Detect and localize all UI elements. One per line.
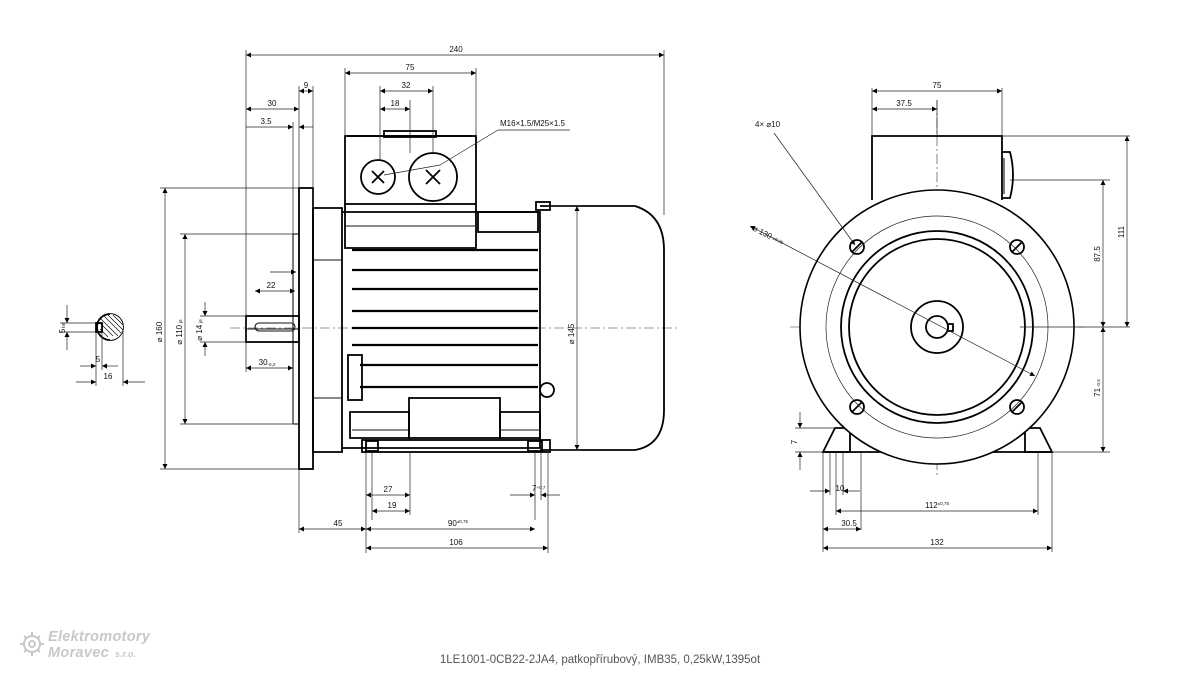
pitch-circle-callout: ⌀ 130±0,35 <box>751 224 785 248</box>
dim-end-box-height: 111 <box>1117 225 1126 238</box>
dim-key-height: 5h9 <box>58 322 67 333</box>
dim-shaft-shoulder: 30-0,2 <box>259 358 276 367</box>
dim-terminal-box-width: 75 <box>406 63 415 72</box>
cooling-fins <box>352 248 538 389</box>
dim-frame-diameter: ⌀ 145 <box>567 323 576 344</box>
dim-flange-thickness: 3.5 <box>260 117 272 126</box>
dim-foot-thickness: 7 <box>790 439 799 444</box>
gland-callout: M16×1.5/M25×1.5 <box>500 119 565 128</box>
dim-centre-to-gland: 87.5 <box>1093 246 1102 262</box>
dim-gland-spacing: 32 <box>402 81 411 90</box>
dim-flange-to-foot: 45 <box>334 519 343 528</box>
dim-key-length: 22 <box>267 281 276 290</box>
drawing-caption: 1LE1001-0CB22-2JA4, patkopřírubový, IMB3… <box>439 654 761 666</box>
dim-foot-length: 106 <box>449 538 463 547</box>
dim-foot-hole-spacing: 90±0,75 <box>448 519 469 528</box>
dim-spigot-diameter: ⌀ 110j6 <box>175 319 184 345</box>
dim-key-depth: 5 <box>96 355 101 364</box>
dim-foot-edge: 30.5 <box>841 519 857 528</box>
dim-shaft-height: 71-0,5 <box>1093 379 1102 397</box>
dim-shaft-length: 30 <box>268 99 277 108</box>
shaft-key-detail: 5h9 5 16 <box>58 305 145 386</box>
flange-holes-callout: 4× ⌀10 <box>755 120 781 129</box>
dim-foot-hole-centres: 112±0,75 <box>925 501 949 510</box>
dim-foot-overall-width: 132 <box>930 538 944 547</box>
side-view: 240 75 32 18 9 30 3.5 22 30-0,2 ⌀ 160 ⌀ … <box>155 45 680 553</box>
logo-suffix: s.r.o. <box>115 649 136 659</box>
company-logo: Elektromotory Moravec s.r.o. <box>20 629 151 661</box>
dim-foot-hole-width: 10 <box>836 484 845 493</box>
logo-line2: Moravec <box>48 645 109 661</box>
dim-flange-diameter: ⌀ 160 <box>155 321 164 342</box>
dim-overall-length: 240 <box>449 45 463 54</box>
dim-end-box-width: 75 <box>933 81 942 90</box>
dim-foot-hole-offset: 19 <box>388 501 397 510</box>
dim-foot-slot: 7+0,7 <box>532 484 546 493</box>
end-view: 75 37.5 111 87.5 71-0,5 7 10 112±0,75 30… <box>749 81 1130 552</box>
dim-shaft-diameter: ⌀ 14j6 <box>195 319 204 341</box>
logo-line1: Elektromotory <box>48 629 151 645</box>
dim-key-width: 16 <box>104 372 113 381</box>
dim-end-box-half: 37.5 <box>896 99 912 108</box>
dim-gland-offset: 18 <box>391 99 400 108</box>
gear-icon <box>20 632 44 656</box>
dim-shaft-to-box: 9 <box>304 81 309 90</box>
dim-foot-width-inner: 27 <box>384 485 393 494</box>
